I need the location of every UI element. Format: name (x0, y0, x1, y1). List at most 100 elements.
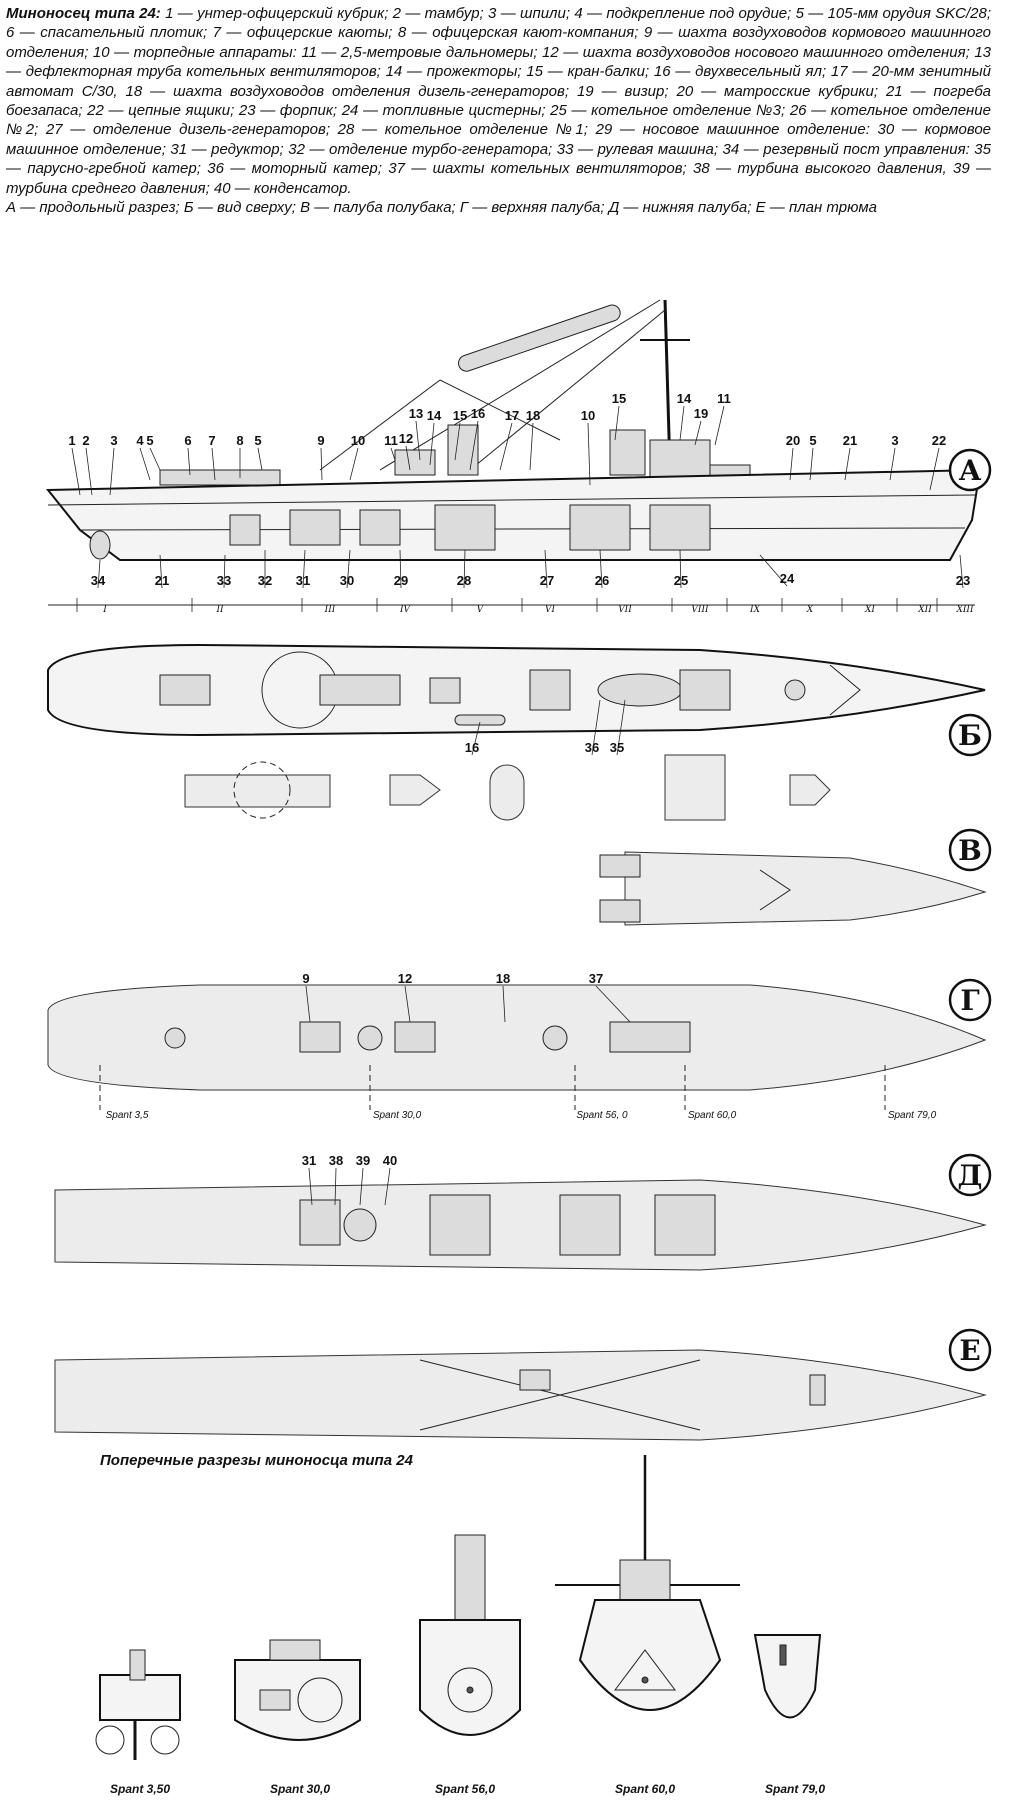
profile-label-top-19: 10 (581, 408, 595, 423)
top-view-hull (47, 643, 986, 737)
lower-deck (54, 1179, 987, 1271)
view-letter-b: Б (958, 719, 982, 752)
caption-views: А — продольный разрез; Б — вид сверху; В… (6, 199, 878, 217)
section-spant-30 (234, 1639, 361, 1741)
forecastle-deck-view: В (599, 828, 992, 926)
hold-plan-view: Е (54, 1328, 992, 1441)
propeller (89, 530, 111, 560)
lower-deck-label-2: 39 (356, 1153, 370, 1168)
frame-roman-5: VI (545, 605, 555, 615)
view-letter-g: Г (960, 984, 979, 1017)
frame-roman-3: IV (399, 605, 412, 615)
boiler-room-1 (434, 504, 496, 551)
profile-label-bottom-10: 25 (674, 573, 688, 588)
hold-plan (54, 1349, 987, 1441)
profile-label-bottom-5: 30 (340, 573, 354, 588)
profile-label-top-22: 19 (694, 406, 708, 421)
profile-label-top-16: 16 (471, 406, 485, 421)
upper-deck-label-2: 18 (496, 971, 510, 986)
profile-label-top-5: 6 (184, 433, 191, 448)
frame-roman-11: XII (917, 605, 932, 615)
profile-label-bottom-3: 32 (258, 573, 272, 588)
lower-deck-label-0: 31 (302, 1153, 316, 1168)
profile-label-bottom-11: 24 (780, 571, 795, 586)
profile-label-top-14: 14 (427, 408, 442, 423)
profile-label-bottom-4: 31 (296, 573, 310, 588)
profile-label-bottom-12: 23 (956, 573, 970, 588)
profile-label-top-25: 5 (809, 433, 816, 448)
detail-plans (184, 754, 831, 821)
caption-legend: 1 — унтер-офицерский кубрик; 2 — тамбур;… (6, 5, 992, 197)
upper-deck-label-3: 37 (589, 971, 603, 986)
sections-title: Поперечные разрезы миноносца типа 24 (100, 1452, 414, 1469)
top-view-label-0: 16 (465, 740, 479, 755)
section-spant-label-4: Spant 79,0 (765, 1782, 825, 1796)
caption-title: Миноносец типа 24: (6, 5, 161, 22)
frame-roman-6: VII (618, 605, 632, 615)
upper-deck-label-1: 12 (398, 971, 412, 986)
profile-label-bottom-0: 34 (91, 573, 106, 588)
section-spant-3-50 (95, 1649, 181, 1760)
view-letter-a: А (959, 454, 982, 487)
frame-roman-4: V (477, 605, 485, 615)
profile-label-top-20: 15 (612, 391, 626, 406)
profile-label-top-24: 20 (786, 433, 800, 448)
fore-funnel (609, 429, 646, 476)
profile-label-bottom-2: 33 (217, 573, 231, 588)
profile-label-bottom-6: 29 (394, 573, 408, 588)
profile-label-bottom-8: 27 (540, 573, 554, 588)
section-spant-56 (419, 1534, 521, 1736)
upper-deck-spant-2: Spant 56, 0 (576, 1110, 628, 1121)
upper-deck-spant-4: Spant 79,0 (888, 1110, 937, 1121)
profile-label-top-28: 22 (932, 433, 946, 448)
profile-label-top-18: 18 (526, 408, 540, 423)
profile-label-top-13: 13 (409, 406, 423, 421)
section-spant-label-0: Spant 3,50 (110, 1782, 170, 1796)
profile-label-top-6: 7 (208, 433, 215, 448)
profile-label-top-26: 21 (843, 433, 857, 448)
lower-deck-label-1: 38 (329, 1153, 343, 1168)
profile-label-bottom-7: 28 (457, 573, 471, 588)
top-view-label-2: 35 (610, 740, 624, 755)
upper-deck-spant-3: Spant 60,0 (688, 1110, 737, 1121)
profile-label-top-21: 14 (677, 391, 692, 406)
profile-label-top-4: 5 (146, 433, 153, 448)
boat-boom (458, 304, 621, 372)
frame-roman-0: I (102, 605, 107, 615)
upper-deck (47, 984, 987, 1091)
profile-label-top-8: 5 (254, 433, 261, 448)
bridge (649, 439, 711, 481)
profile-label-top-11: 11 (384, 433, 398, 448)
section-spant-label-3: Spant 60,0 (615, 1782, 675, 1796)
profile-label-top-15: 15 (453, 408, 467, 423)
profile-label-top-3: 4 (136, 433, 144, 448)
profile-label-bottom-1: 21 (155, 573, 169, 588)
profile-label-top-23: 11 (717, 391, 731, 406)
section-spant-79 (753, 1634, 822, 1719)
section-spant-label-2: Spant 56,0 (435, 1782, 495, 1796)
profile-label-top-27: 3 (891, 433, 898, 448)
view-letter-e: Е (959, 1334, 980, 1367)
view-letter-v: В (958, 834, 982, 867)
profile-label-top-17: 17 (505, 408, 519, 423)
top-view-label-1: 36 (585, 740, 599, 755)
section-spant-60 (555, 1455, 740, 1711)
profile-label-top-7: 8 (236, 433, 243, 448)
profile-label-top-0: 1 (68, 433, 75, 448)
frame-roman-8: IX (749, 605, 761, 615)
boiler-room-2 (569, 504, 631, 551)
boiler-room-3 (649, 504, 711, 551)
profile-label-top-2: 3 (110, 433, 117, 448)
dinghy (454, 714, 506, 726)
frame-roman-10: XI (864, 605, 875, 615)
profile-label-top-1: 2 (82, 433, 89, 448)
forecastle-deck (624, 851, 987, 926)
view-letter-d: Д (958, 1159, 983, 1192)
section-spant-label-1: Spant 30,0 (270, 1782, 330, 1796)
frame-roman-1: II (215, 605, 224, 615)
upper-deck-spant-1: Spant 30,0 (373, 1110, 422, 1121)
